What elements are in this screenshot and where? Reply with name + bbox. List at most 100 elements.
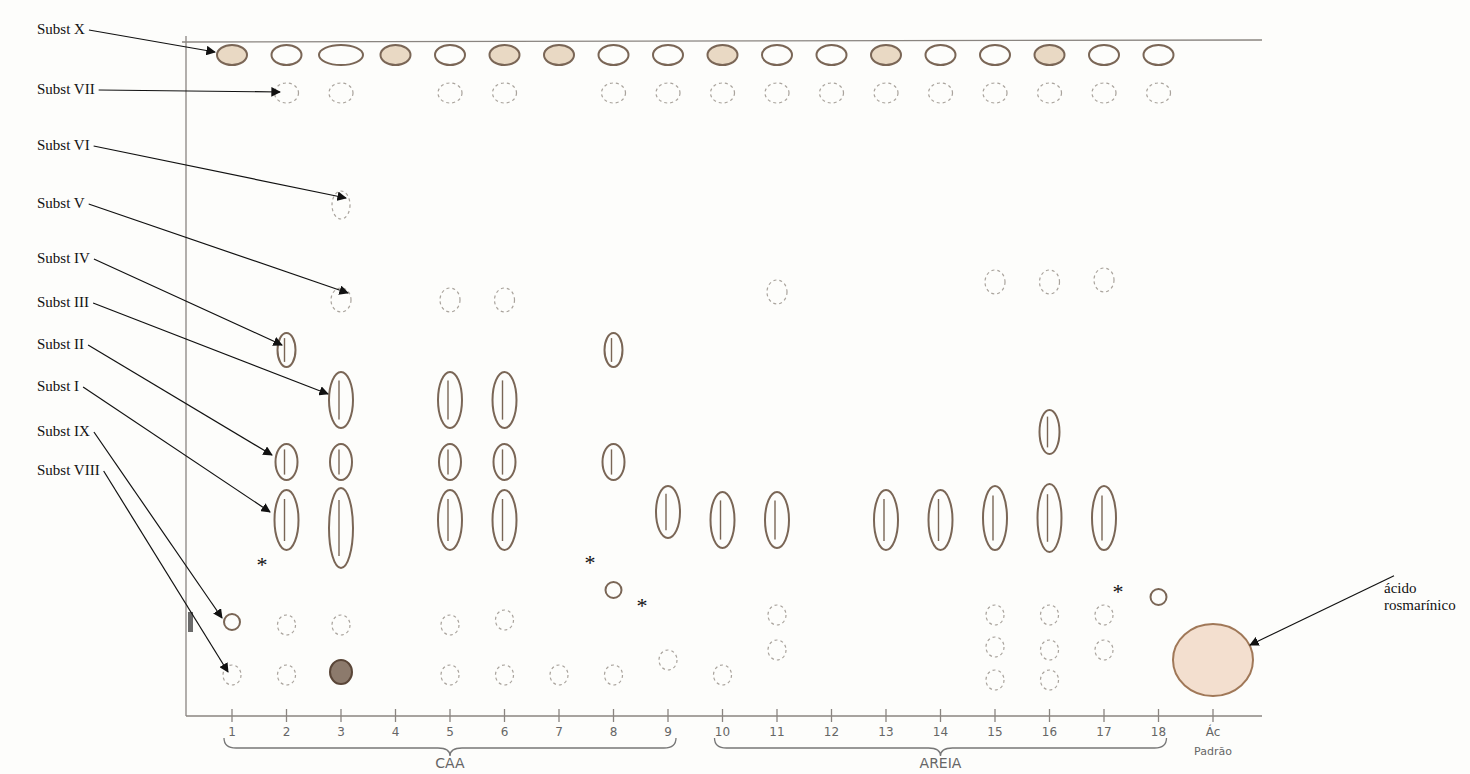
spot: [1089, 45, 1119, 65]
lane-number: 13: [878, 726, 893, 740]
lane-number: 16: [1042, 726, 1057, 740]
spot: [329, 488, 353, 568]
lane-number: 5: [446, 726, 454, 740]
spot: [217, 45, 247, 65]
faint-spot: [820, 83, 844, 103]
spot: [765, 492, 789, 548]
spot: [224, 614, 240, 630]
spot: [983, 486, 1007, 550]
spot-stroke: [665, 494, 666, 530]
tick-mark: [449, 709, 450, 722]
spot-stroke: [447, 449, 448, 474]
leader-arrow: [1250, 576, 1394, 645]
lane-number: 10: [715, 726, 730, 740]
faint-spot: [986, 605, 1004, 625]
tick-mark: [1049, 709, 1050, 722]
faint-spot: [768, 640, 786, 660]
faint-spot: [1038, 83, 1062, 103]
faint-spot: [656, 83, 680, 103]
spot: [603, 444, 625, 480]
spot: [494, 444, 516, 480]
lane-number: 6: [501, 726, 509, 740]
spot: [439, 444, 461, 480]
leader-arrow: [94, 259, 282, 345]
spot: [1038, 484, 1062, 552]
spot: [381, 45, 411, 65]
asterisk-mark: *: [257, 552, 268, 577]
substance-label: Subst II: [37, 336, 84, 353]
spot-stroke: [447, 380, 448, 419]
spot-stroke: [774, 500, 775, 539]
standard-spot: [1173, 624, 1253, 696]
leader-lines: [83, 30, 1394, 672]
substance-label: Subst V: [37, 195, 85, 212]
faint-spot: [605, 665, 623, 685]
faint-spot: [983, 83, 1007, 103]
faint-spot: [714, 665, 732, 685]
faint-spot: [767, 280, 787, 304]
faint-spot: [765, 83, 789, 103]
spot: [605, 333, 623, 367]
leader-arrow: [94, 146, 346, 198]
spot: [1040, 410, 1060, 454]
tick-mark: [831, 709, 832, 722]
spot: [926, 45, 956, 65]
spot: [711, 492, 735, 548]
lane-number: 15: [987, 726, 1002, 740]
spot-stroke: [502, 499, 503, 541]
faint-spot: [496, 610, 514, 630]
spot: [653, 45, 683, 65]
faint-spot: [1041, 640, 1059, 660]
spot: [762, 45, 792, 65]
faint-spot: [1095, 640, 1113, 660]
tick-mark: [286, 709, 287, 722]
lane-number: 3: [337, 726, 345, 740]
faint-spot: [986, 637, 1004, 657]
spot-stroke: [502, 380, 503, 419]
lane-number: 14: [933, 726, 948, 740]
substance-label: Subst VI: [37, 137, 90, 154]
leader-arrow: [99, 90, 280, 92]
faint-spot: [659, 650, 677, 670]
spot: [708, 45, 738, 65]
faint-spot: [495, 288, 515, 312]
solvent-front: [182, 40, 1262, 42]
spot-stroke: [611, 338, 612, 362]
tick-mark: [395, 709, 396, 722]
lane-number: 2: [283, 726, 291, 740]
spot-stroke: [1101, 496, 1102, 541]
spot-stroke: [1047, 417, 1048, 448]
spot-stroke: [611, 449, 612, 474]
spot: [544, 45, 574, 65]
faint-spot: [441, 665, 459, 685]
baseline: [186, 715, 1262, 716]
leader-arrow: [94, 432, 222, 618]
faint-spot: [1040, 270, 1060, 294]
group-label: CAA: [435, 755, 464, 771]
lane-number: 11: [769, 726, 784, 740]
faint-spot: [275, 83, 299, 103]
asterisk-mark: *: [585, 550, 596, 575]
lane-number: 12: [824, 726, 839, 740]
faint-spot: [493, 83, 517, 103]
spot-stroke: [938, 499, 939, 541]
faint-spot: [929, 83, 953, 103]
group-label: AREIA: [920, 755, 962, 771]
lane-number: 7: [555, 726, 563, 740]
spot-stroke: [447, 499, 448, 541]
tick-mark: [667, 709, 668, 722]
faint-spot: [329, 83, 353, 103]
spot: [1035, 45, 1065, 65]
faint-spot: [1092, 83, 1116, 103]
spot: [599, 45, 629, 65]
spot: [490, 45, 520, 65]
tick-mark: [1158, 709, 1159, 722]
spot: [874, 490, 898, 550]
faint-spot: [331, 288, 351, 312]
spot: [330, 660, 352, 684]
spot-stroke: [338, 500, 339, 556]
substance-label: Subst IX: [37, 423, 90, 440]
spot: [272, 45, 302, 65]
leader-arrow: [93, 303, 328, 394]
